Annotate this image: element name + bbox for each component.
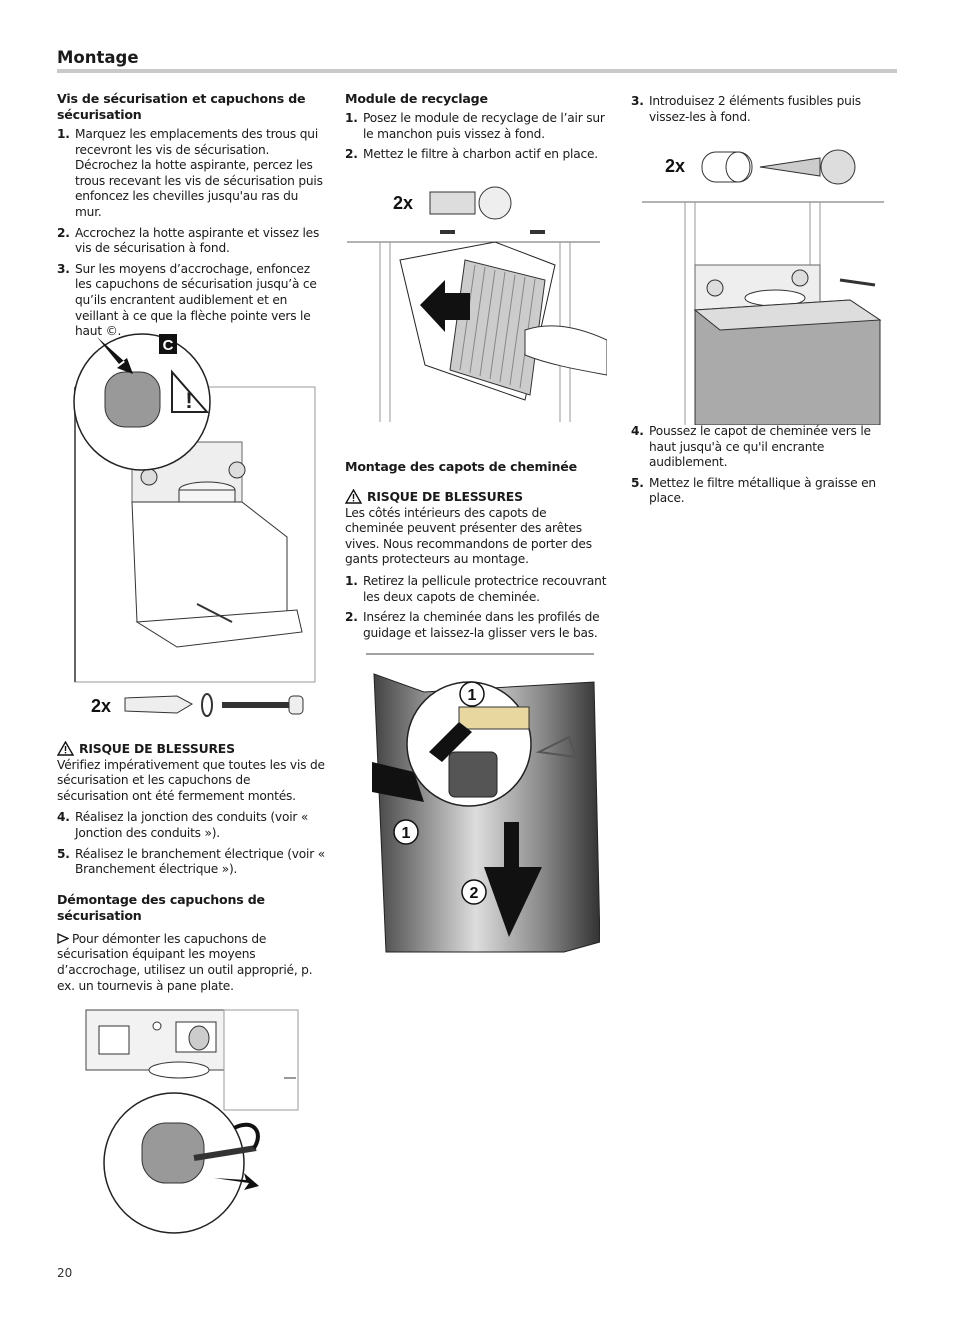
warning-triangle-icon	[57, 741, 74, 756]
column-3-lower: 4.Poussez le capot de cheminée vers le h…	[631, 424, 897, 512]
warning-heading: RISQUE DE BLESSURES	[57, 741, 325, 757]
list-item: 2.Mettez le filtre à charbon actif en pl…	[345, 147, 598, 162]
steps-list-1: 1.Marquez les emplacements des trous qui…	[57, 127, 325, 340]
figure-remove-caps	[84, 1008, 300, 1242]
section-title-recycling-module: Module de recyclage	[345, 91, 488, 106]
figure-count-label: 2x	[91, 696, 111, 716]
section-title-removing-caps: Démontage des capuchons de sécurisation	[57, 891, 265, 923]
steps-list-3: 1.Posez le module de recyclage de l’air …	[345, 111, 607, 163]
list-item: 4.Poussez le capot de cheminée vers le h…	[631, 424, 871, 470]
list-item: 3.Introduisez 2 éléments fusibles puis v…	[631, 94, 861, 124]
list-item: 3.Sur les moyens d’accrochage, enfoncez …	[57, 261, 317, 339]
list-item: 2.Insérez la cheminée dans les profilés …	[345, 610, 600, 640]
figure-chimney-covers: 1 1 2	[364, 652, 600, 958]
column-2-middle: Montage des capots de cheminée RISQUE DE…	[345, 459, 607, 646]
list-item: 1.Posez le module de recyclage de l’air …	[345, 111, 605, 141]
column-2: Module de recyclage 1.Posez le module de…	[345, 91, 607, 168]
page-number: 20	[57, 1266, 73, 1280]
list-item: 1.Marquez les emplacements des trous qui…	[57, 127, 323, 219]
figure-count-label: 2x	[665, 156, 685, 176]
list-item: 1.Retirez la pellicule protectrice recou…	[345, 573, 607, 604]
list-item: 5.Réalisez le branchement électrique (vo…	[57, 846, 325, 877]
figure-recycling-module: 2x	[345, 180, 607, 422]
warning-text: Vérifiez impérativement que toutes les v…	[57, 757, 325, 803]
figure-safety-caps: ! C 2x	[57, 322, 327, 722]
column-3: 3.Introduisez 2 éléments fusibles puis v…	[631, 94, 897, 130]
figure-count-label: 2x	[393, 193, 413, 213]
warning-text: Les côtés intérieurs des capots de chemi…	[345, 505, 592, 567]
figure-fuse-elements: 2x	[640, 140, 886, 425]
warning-heading: RISQUE DE BLESSURES	[345, 489, 607, 505]
callout-1-top: 1	[468, 687, 477, 704]
warning-triangle-icon	[345, 489, 362, 504]
column-1: Vis de sécurisation et capuchons de sécu…	[57, 91, 325, 345]
callout-1-left: 1	[402, 825, 411, 842]
list-item: 5.Mettez le filtre métallique à graisse …	[631, 475, 876, 506]
tip-paragraph: Pour démonter les capuchons de sécurisat…	[57, 931, 313, 993]
section-title-safety-screws: Vis de sécurisation et capuchons de sécu…	[57, 91, 306, 122]
steps-list-5: 3.Introduisez 2 éléments fusibles puis v…	[631, 94, 897, 125]
list-item: 4.Réalisez la jonction des conduits (voi…	[57, 810, 309, 840]
steps-list-4: 1.Retirez la pellicule protectrice recou…	[345, 574, 607, 641]
callout-2: 2	[470, 885, 479, 902]
steps-list-2: 4.Réalisez la jonction des conduits (voi…	[57, 810, 325, 877]
warning-exclamation: !	[185, 388, 192, 413]
play-triangle-icon	[57, 932, 70, 944]
figure-letter-c: C	[163, 337, 174, 354]
list-item: 2.Accrochez la hotte aspirante et vissez…	[57, 225, 320, 256]
steps-list-6: 4.Poussez le capot de cheminée vers le h…	[631, 424, 897, 507]
page-title: Montage	[57, 48, 139, 67]
header-rule	[57, 69, 897, 73]
section-title-chimney-covers: Montage des capots de cheminée	[345, 459, 577, 474]
column-1-lower: RISQUE DE BLESSURES Vérifiez impérativem…	[57, 741, 325, 1000]
